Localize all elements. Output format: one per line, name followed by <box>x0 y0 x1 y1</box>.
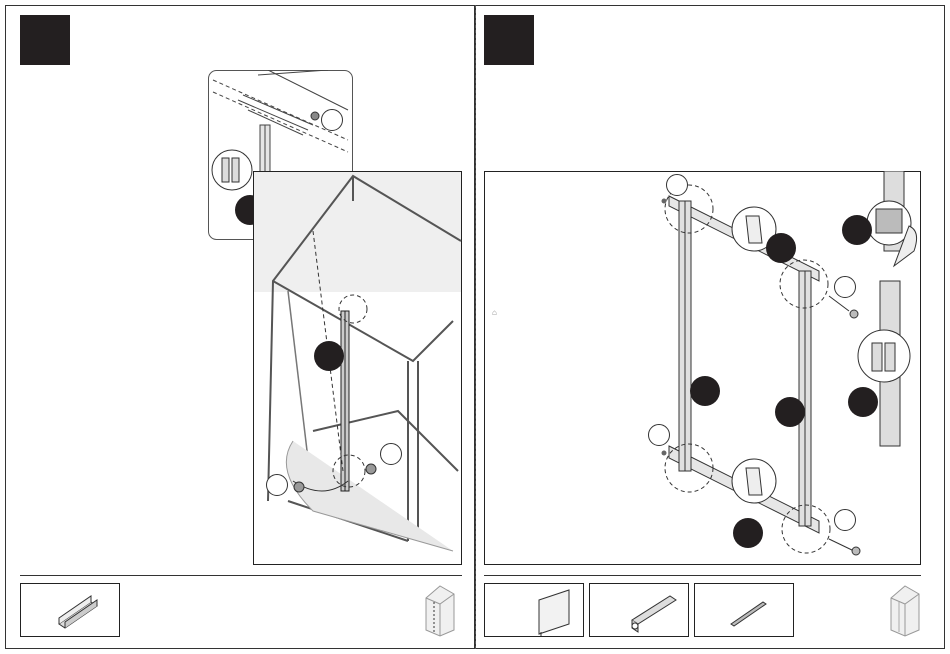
step-number-box-right <box>484 15 534 65</box>
note-mark: ⌂ <box>492 308 497 317</box>
callout-dot-r7 <box>848 387 878 417</box>
callout-circle-5 <box>380 443 402 465</box>
callout-circle-r10 <box>834 509 856 531</box>
greenhouse-thumbnail-right <box>885 580 925 638</box>
callout-dot-r5 <box>690 376 720 406</box>
callout-dot-r6 <box>775 397 805 427</box>
greenhouse-thumbnail-icon <box>420 580 460 638</box>
clip-profile-icon <box>590 584 690 638</box>
callout-circle-r8 <box>648 424 670 446</box>
step-number-box-left <box>20 15 70 65</box>
callout-circle-r1 <box>666 174 688 196</box>
callout-dot-4 <box>314 341 344 371</box>
callout-circle-1 <box>321 109 343 131</box>
greenhouse-thumbnail-left <box>420 580 460 638</box>
callout-dot-r4 <box>842 215 872 245</box>
callout-dot-r2 <box>766 233 796 263</box>
greenhouse-frame-illustration <box>253 171 462 565</box>
callout-circle-r3 <box>834 276 856 298</box>
greenhouse-thumbnail-icon <box>885 580 925 638</box>
strip-icon <box>695 584 795 638</box>
part-box-1 <box>20 583 120 637</box>
page-divider <box>475 5 476 649</box>
panel-sheet-icon <box>485 584 585 638</box>
callout-dot-r9 <box>733 518 763 548</box>
main-illustration-left <box>253 171 462 565</box>
part-box-r1 <box>484 583 584 637</box>
parts-rule-right <box>484 575 921 576</box>
channel-profile-icon <box>21 584 121 638</box>
parts-rule-left <box>20 575 462 576</box>
part-box-r3 <box>694 583 794 637</box>
callout-circle-6 <box>266 474 288 496</box>
part-box-r2 <box>589 583 689 637</box>
